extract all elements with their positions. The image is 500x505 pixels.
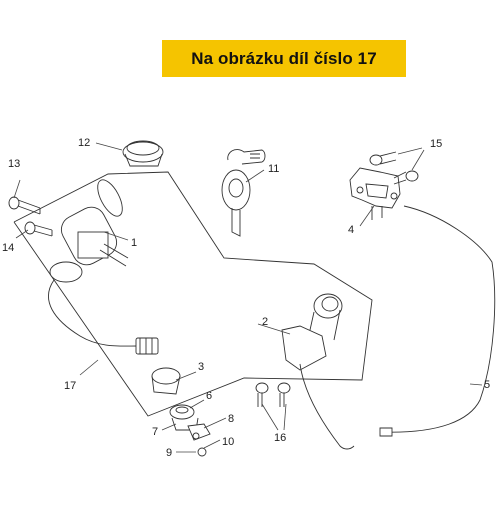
ignition-barrel-part	[48, 179, 159, 355]
part-number-banner: Na obrázku díl číslo 17	[162, 40, 406, 77]
callout-12: 12	[78, 137, 91, 149]
nut-part	[197, 447, 207, 457]
leader-lines	[13, 142, 483, 453]
callout-14: 14	[2, 242, 15, 254]
callout-8: 8	[228, 413, 235, 425]
callout-13: 13	[8, 158, 21, 170]
callout-6: 6	[206, 390, 213, 402]
callout-4: 4	[348, 224, 355, 236]
screw-15-part	[369, 151, 419, 185]
bezel-part	[169, 404, 199, 431]
screw-14-part	[24, 221, 53, 237]
callout-16: 16	[274, 432, 287, 444]
kit-17-outline	[13, 171, 373, 417]
cap-part	[151, 367, 181, 395]
callout-7: 7	[152, 426, 159, 438]
callout-1: 1	[131, 237, 138, 249]
steering-lock-part	[281, 293, 355, 450]
seat-lock-part	[349, 167, 401, 220]
callout-10: 10	[222, 436, 235, 448]
key-part	[221, 149, 266, 237]
callout-15: 15	[430, 138, 443, 150]
callout-9: 9	[166, 447, 173, 459]
callout-3: 3	[198, 361, 205, 373]
seat-lock-cable	[379, 205, 496, 433]
callout-17: 17	[64, 380, 77, 392]
callout-11: 11	[268, 163, 280, 175]
callout-2: 2	[262, 316, 269, 328]
callout-5: 5	[484, 379, 491, 391]
grommet-part	[122, 140, 164, 167]
screw-16-part	[255, 382, 291, 407]
